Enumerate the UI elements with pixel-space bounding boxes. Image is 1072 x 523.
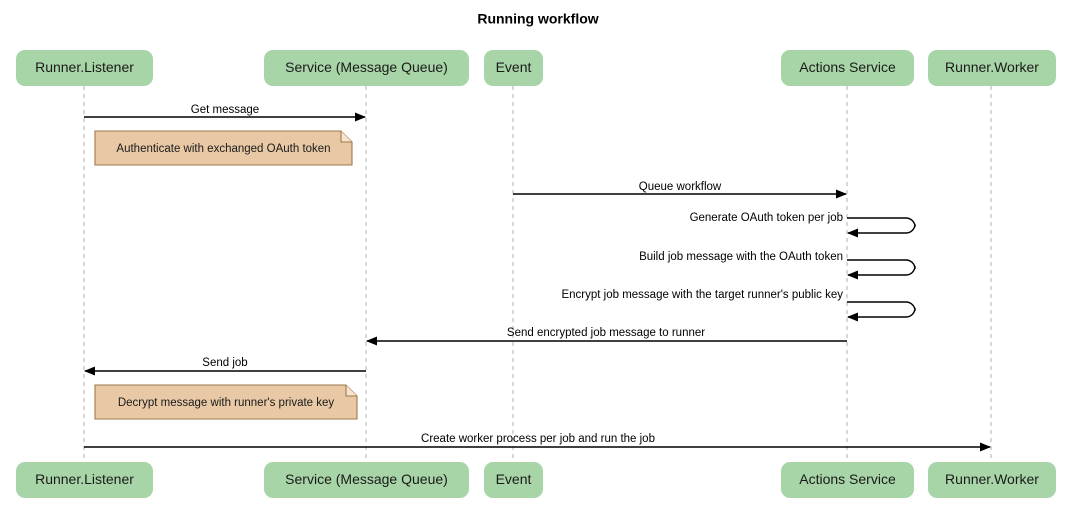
participant-label: Runner.Worker: [945, 59, 1039, 75]
message-label: Send job: [202, 357, 247, 369]
message-create-worker-process: Create worker process per job and run th…: [84, 433, 991, 452]
participant-label: Event: [496, 59, 532, 75]
message-label: Encrypt job message with the target runn…: [561, 289, 843, 301]
message-get-message: Get message: [84, 104, 366, 122]
note-fold-corner: [345, 385, 357, 397]
message-build-job-message: Build job message with the OAuth token: [639, 251, 916, 280]
message-encrypt-job-message: Encrypt job message with the target runn…: [561, 289, 916, 322]
participant-box: [264, 50, 469, 86]
message-queue-workflow: Queue workflow: [513, 181, 847, 199]
participant-box: [484, 462, 543, 498]
participant-box: [781, 50, 914, 86]
participant-box: [928, 462, 1056, 498]
participant-runner-worker-top[interactable]: Runner.Worker: [928, 50, 1056, 86]
note-fold-corner: [340, 131, 352, 143]
message-send-encrypted-job-message: Send encrypted job message to runner: [366, 327, 847, 346]
participant-label: Event: [496, 471, 532, 487]
page-title: Running workflow: [477, 11, 598, 27]
message-label: Build job message with the OAuth token: [639, 251, 843, 263]
participant-event-top[interactable]: Event: [484, 50, 543, 86]
participant-actions-service-bottom[interactable]: Actions Service: [781, 462, 914, 498]
participant-box: [484, 50, 543, 86]
participant-label: Runner.Listener: [35, 471, 134, 487]
participant-label: Service (Message Queue): [285, 471, 448, 487]
participant-box: [781, 462, 914, 498]
participant-event-bottom[interactable]: Event: [484, 462, 543, 498]
message-label: Queue workflow: [639, 181, 722, 193]
note-label: Authenticate with exchanged OAuth token: [116, 143, 330, 155]
participant-label: Actions Service: [799, 59, 896, 75]
participant-label: Actions Service: [799, 471, 896, 487]
participant-runner-listener-top[interactable]: Runner.Listener: [16, 50, 153, 86]
participant-runner-worker-bottom[interactable]: Runner.Worker: [928, 462, 1056, 498]
participant-runner-listener-bottom[interactable]: Runner.Listener: [16, 462, 153, 498]
notes-group: Authenticate with exchanged OAuth tokenD…: [94, 130, 358, 420]
message-send-job: Send job: [84, 357, 366, 376]
note-label: Decrypt message with runner's private ke…: [118, 397, 335, 409]
participant-box: [264, 462, 469, 498]
message-generate-oauth-token: Generate OAuth token per job: [690, 212, 916, 238]
message-label: Get message: [191, 104, 259, 116]
note-decrypt-note: Decrypt message with runner's private ke…: [94, 384, 358, 420]
participant-service-mq-top[interactable]: Service (Message Queue): [264, 50, 469, 86]
participant-actions-service-top[interactable]: Actions Service: [781, 50, 914, 86]
participants-bottom-group: Runner.Listener Service (Message Queue) Ev…: [16, 462, 1056, 498]
message-label: Generate OAuth token per job: [690, 212, 843, 224]
participant-label: Runner.Worker: [945, 471, 1039, 487]
note-body: [94, 130, 353, 166]
participant-box: [16, 50, 153, 86]
participant-label: Runner.Listener: [35, 59, 134, 75]
self-message-loop: [847, 217, 916, 238]
participant-service-mq-bottom[interactable]: Service (Message Queue): [264, 462, 469, 498]
self-message-loop: [847, 301, 916, 322]
participant-box: [16, 462, 153, 498]
participant-label: Service (Message Queue): [285, 59, 448, 75]
message-label: Create worker process per job and run th…: [421, 433, 655, 445]
participants-top-group: Runner.Listener Service (Message Queue) Ev…: [16, 50, 1056, 86]
note-authenticate-note: Authenticate with exchanged OAuth token: [94, 130, 353, 166]
self-message-loop: [847, 259, 916, 280]
participant-box: [928, 50, 1056, 86]
message-label: Send encrypted job message to runner: [507, 327, 705, 339]
note-body: [94, 384, 358, 420]
